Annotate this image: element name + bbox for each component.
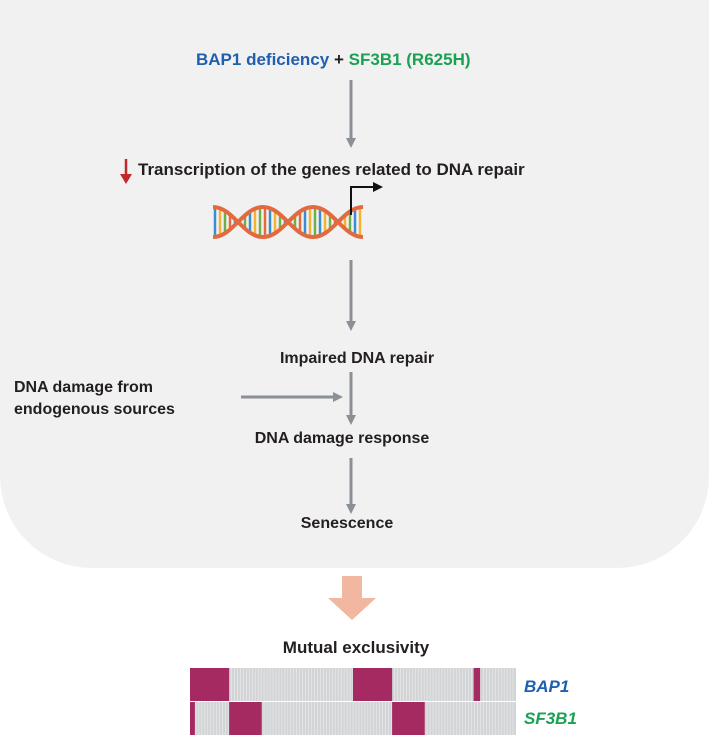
gene-a-label: BAP1 deficiency xyxy=(196,50,330,69)
altered-block xyxy=(190,702,195,735)
impaired-dna-repair-text: Impaired DNA repair xyxy=(279,350,435,367)
transcription-start-arrow-icon xyxy=(350,182,383,215)
transcription-text: Transcription of the genes related to DN… xyxy=(138,160,525,179)
down-red-arrow-icon xyxy=(120,159,132,184)
exclusivity-title: Mutual exclusivity xyxy=(282,638,430,657)
altered-block xyxy=(392,702,425,735)
damage-source-line1: DNA damage from xyxy=(14,379,153,396)
plus-sign: + xyxy=(333,50,344,69)
altered-block xyxy=(473,668,481,701)
damage-source-text: DNA damage from endogenous sources xyxy=(14,377,175,421)
damage-source-line2: endogenous sources xyxy=(14,401,175,418)
gene-b-label: SF3B1 (R625H) xyxy=(348,50,471,69)
big-down-arrow-icon xyxy=(328,576,376,620)
altered-block xyxy=(353,668,393,701)
row-label-sf3b1: SF3B1 xyxy=(524,709,577,728)
panel-background xyxy=(0,0,709,568)
row-label-bap1: BAP1 xyxy=(524,677,570,696)
dna-helix-icon xyxy=(212,204,364,240)
altered-block xyxy=(190,668,230,701)
altered-block xyxy=(229,702,262,735)
senescence-text: Senescence xyxy=(300,515,394,532)
title-line: BAP1 deficiency + SF3B1 (R625H) xyxy=(196,50,471,70)
exclusivity-heatmap xyxy=(189,668,516,735)
dna-damage-response-text: DNA damage response xyxy=(254,430,430,447)
